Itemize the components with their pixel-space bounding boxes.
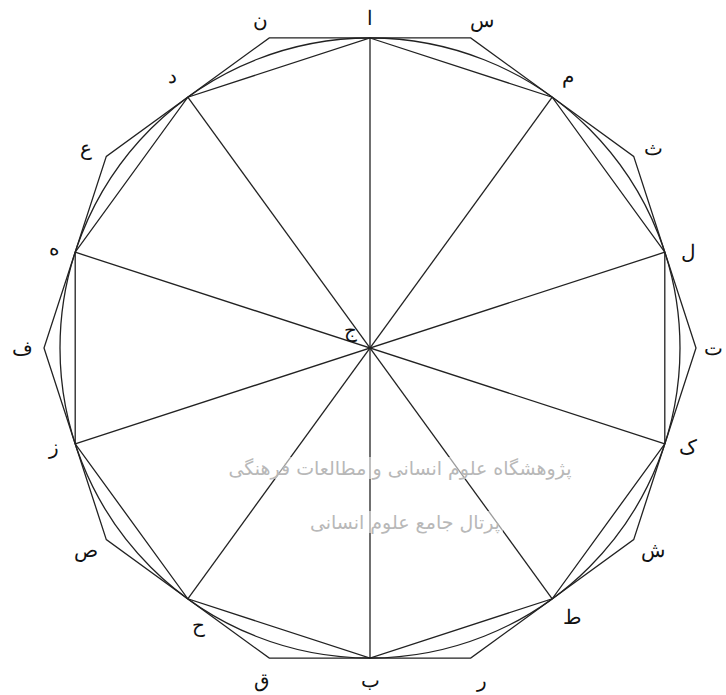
- point-label: ن: [253, 10, 268, 30]
- inscribed-decagon: [75, 38, 665, 658]
- circumscribed-decagon: [44, 38, 696, 658]
- point-label: ح: [192, 615, 205, 635]
- point-label: ک: [679, 437, 697, 457]
- point-label: ب: [361, 670, 380, 690]
- diameter: [188, 97, 552, 599]
- point-label: ش: [641, 540, 665, 560]
- point-label: ص: [74, 540, 98, 560]
- point-label: ه: [49, 238, 59, 258]
- point-label: ق: [254, 670, 270, 690]
- circle: [60, 38, 680, 658]
- point-label: ا: [367, 8, 373, 28]
- point-label: ت: [704, 338, 723, 358]
- point-label: ع: [80, 138, 92, 158]
- point-label: ز: [49, 437, 59, 457]
- point-label: م: [562, 66, 574, 86]
- point-label: د: [168, 66, 177, 86]
- point-label: س: [470, 10, 494, 30]
- point-label: ف: [12, 338, 33, 358]
- point-label: ر: [477, 670, 487, 690]
- watermark-text: پژوهشگاه علوم انسانی و مطالعات فرهنگی: [226, 457, 575, 479]
- point-label: ج: [344, 320, 357, 340]
- point-label: ط: [563, 607, 582, 627]
- watermark-text: پرتال جامع علوم انسانی: [307, 511, 503, 533]
- point-label: ث: [644, 138, 663, 158]
- point-label: ل: [681, 242, 696, 262]
- diameter: [188, 97, 552, 599]
